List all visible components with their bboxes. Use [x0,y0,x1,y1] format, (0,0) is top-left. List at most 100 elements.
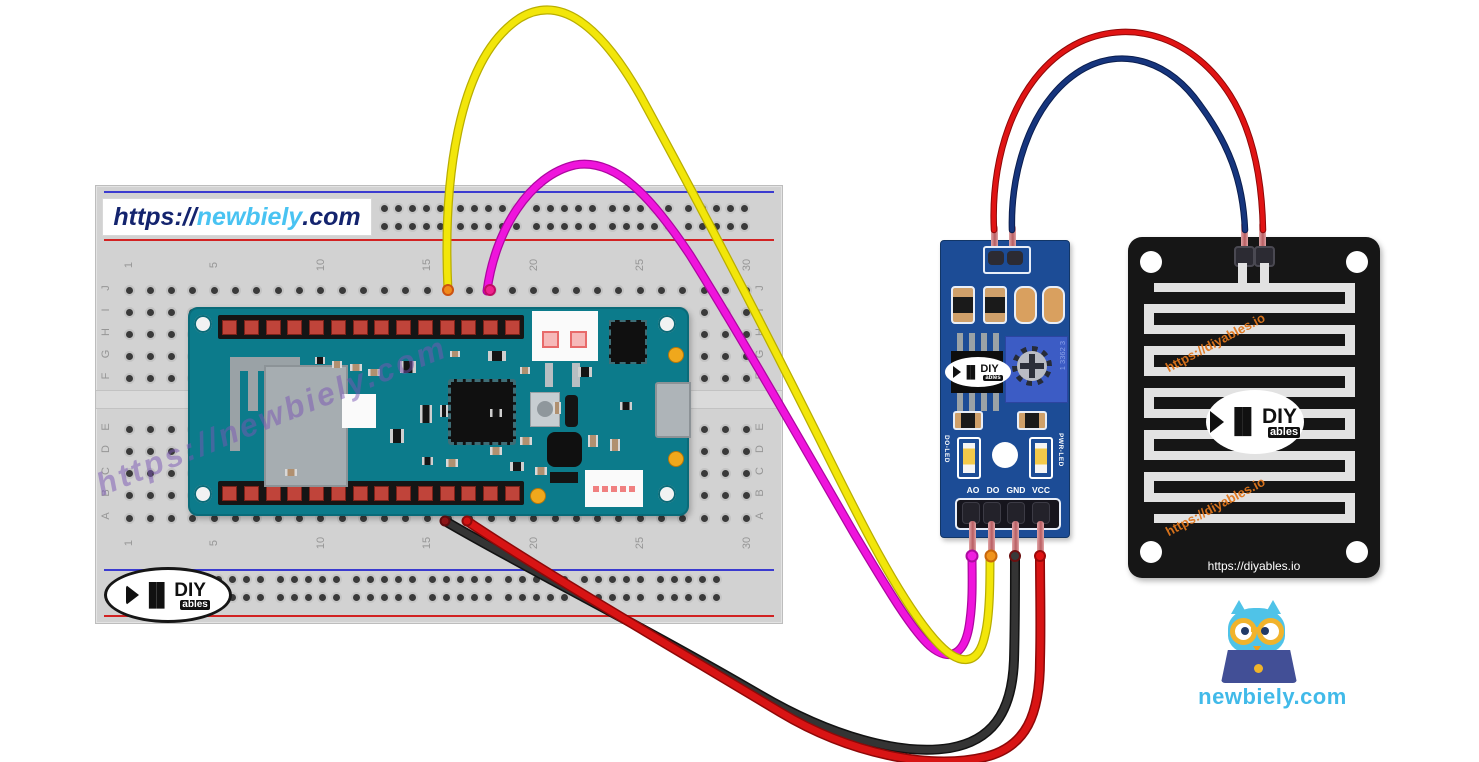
breadboard-hole [232,286,239,294]
smd-component [520,367,530,374]
breadboard-column-number: 25 [634,258,647,272]
mcu-chip [448,379,516,445]
breadboard-rail-hole [471,575,478,583]
breadboard-column-number: 20 [527,258,540,272]
trimpot-text: 1 3362 3 [1058,341,1067,371]
breadboard-rail-hole [533,204,540,212]
breadboard-row-letter: F [754,372,766,380]
breadboard-rail-hole [575,222,582,230]
breadboard-rail-hole [381,204,388,212]
breadboard-hole [381,514,389,522]
module-top-pins [983,246,1031,274]
glasses-bridge [1251,627,1259,632]
trace-connector [1144,472,1154,502]
diy-text: DIY [1261,405,1297,428]
breadboard-rail-hole [423,204,430,212]
breadboard-row-letter: A [100,512,112,520]
smd-component [488,351,506,361]
breadboard-hole [700,447,708,455]
breadboard-hole [168,514,176,522]
breadboard-rail-hole [409,204,416,212]
trace-connector [1144,346,1154,376]
breadboard-rail-hole [513,204,520,212]
breadboard-hole [146,374,154,382]
breadboard-rail-hole [637,575,644,583]
smd-component [332,361,342,368]
breadboard-rail-hole [561,222,568,230]
breadboard-rail-hole [637,222,644,230]
header-pin [396,319,412,335]
pad [542,331,559,348]
breadboard-rail-hole [305,575,312,583]
breadboard-rail-hole [505,575,512,583]
breadboard-column-number: 1 [123,539,135,547]
pad [570,331,587,348]
breadboard-rail-hole [609,204,616,212]
breadboard-hole [721,514,729,522]
breadboard-rail-hole [637,593,644,601]
breadboard-rail-hole [533,222,540,230]
trace-stub [1260,263,1269,285]
breadboard-hole [721,286,729,294]
breadboard-hole [232,514,239,522]
usb-port [655,382,691,438]
breadboard-site-label: https://newbiely.com [102,198,372,236]
laptop-logo-dot [1254,664,1263,673]
trace-bar [1154,346,1354,355]
antenna-trace [248,371,258,411]
breadboard-hole [295,286,303,294]
breadboard-rail-hole [699,593,706,601]
bottom-rail-red-line [104,615,774,617]
trace-connector [1345,367,1355,397]
white-component [342,394,376,428]
breadboard-hole [168,491,176,499]
header-pin [309,485,325,501]
ables-text: ables [1267,426,1301,438]
breadboard-rail-hole [547,575,554,583]
wire-plate-blue [1009,56,1248,233]
breadboard-rail-hole [665,222,672,230]
wire-plate-blue [1008,55,1249,234]
smd-component [490,409,502,417]
header-pin [483,319,499,335]
breadboard-hole [743,352,751,360]
smd-component [578,367,592,377]
wire-plate-red [990,28,1267,234]
smd-component [420,405,432,423]
breadboard-hole [168,308,176,316]
trace-bar [1154,325,1354,334]
button-cap [537,401,553,417]
breadboard-hole [721,374,729,382]
breadboard-hole [125,308,133,316]
smd-component [610,439,620,451]
breadboard-hole [189,514,197,522]
breadboard-column-number: 10 [314,536,327,550]
diy-text: DIY [980,362,999,375]
breadboard-rail-hole [685,204,692,212]
smd-component [588,435,598,447]
breadboard-rail-hole [581,593,588,601]
ables-text: ables [983,374,1003,381]
breadboard-hole [146,469,154,477]
breadboard-rail-hole [609,575,616,583]
antenna-trace [230,371,240,451]
breadboard-hole [146,330,154,338]
breadboard-hole [402,514,410,522]
breadboard-rail-hole [561,593,568,601]
breadboard-rail-hole [513,222,520,230]
breadboard-rail-hole [595,593,602,601]
breadboard-hole [743,447,751,455]
breadboard-hole [700,469,708,477]
breadboard-hole [168,352,176,360]
pin-dot [611,485,617,492]
breadboard-rail-hole [353,575,360,583]
breadboard-rail-hole [437,222,444,230]
breadboard-rail-hole [291,575,298,583]
breadboard-rail-hole [291,593,298,601]
trace-connector [1144,304,1154,334]
breadboard-hole [210,286,218,294]
owl-beak [1253,646,1261,652]
pin-label-vcc: VCC [1032,485,1050,495]
mount-hole [658,485,676,503]
trace-bar [1154,304,1354,313]
